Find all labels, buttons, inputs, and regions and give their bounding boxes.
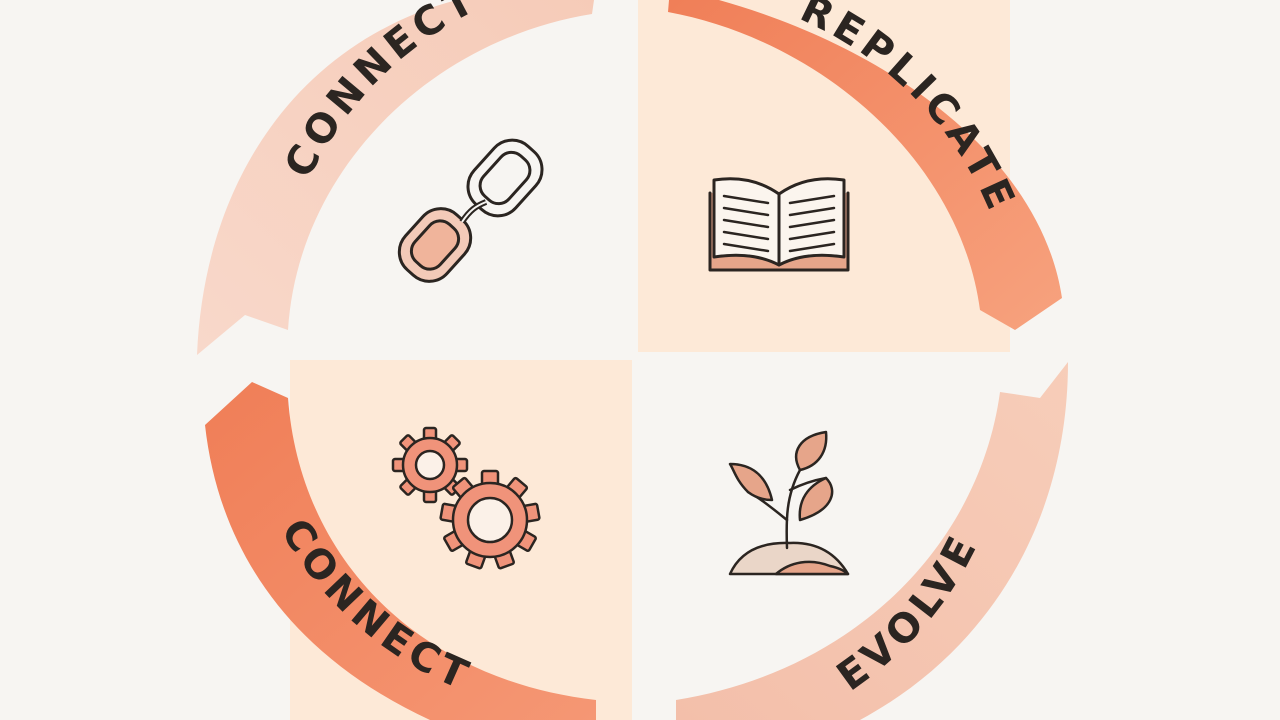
open-book-icon [708, 177, 850, 272]
arrow-bottom-left [205, 382, 596, 720]
gears-icon [391, 426, 541, 570]
arrow-top-left [197, 0, 594, 355]
chain-link-icon [397, 138, 544, 283]
arrow-top-right [668, 0, 1062, 330]
arrow-bottom-right [676, 362, 1068, 720]
sprout-icon [728, 430, 850, 576]
